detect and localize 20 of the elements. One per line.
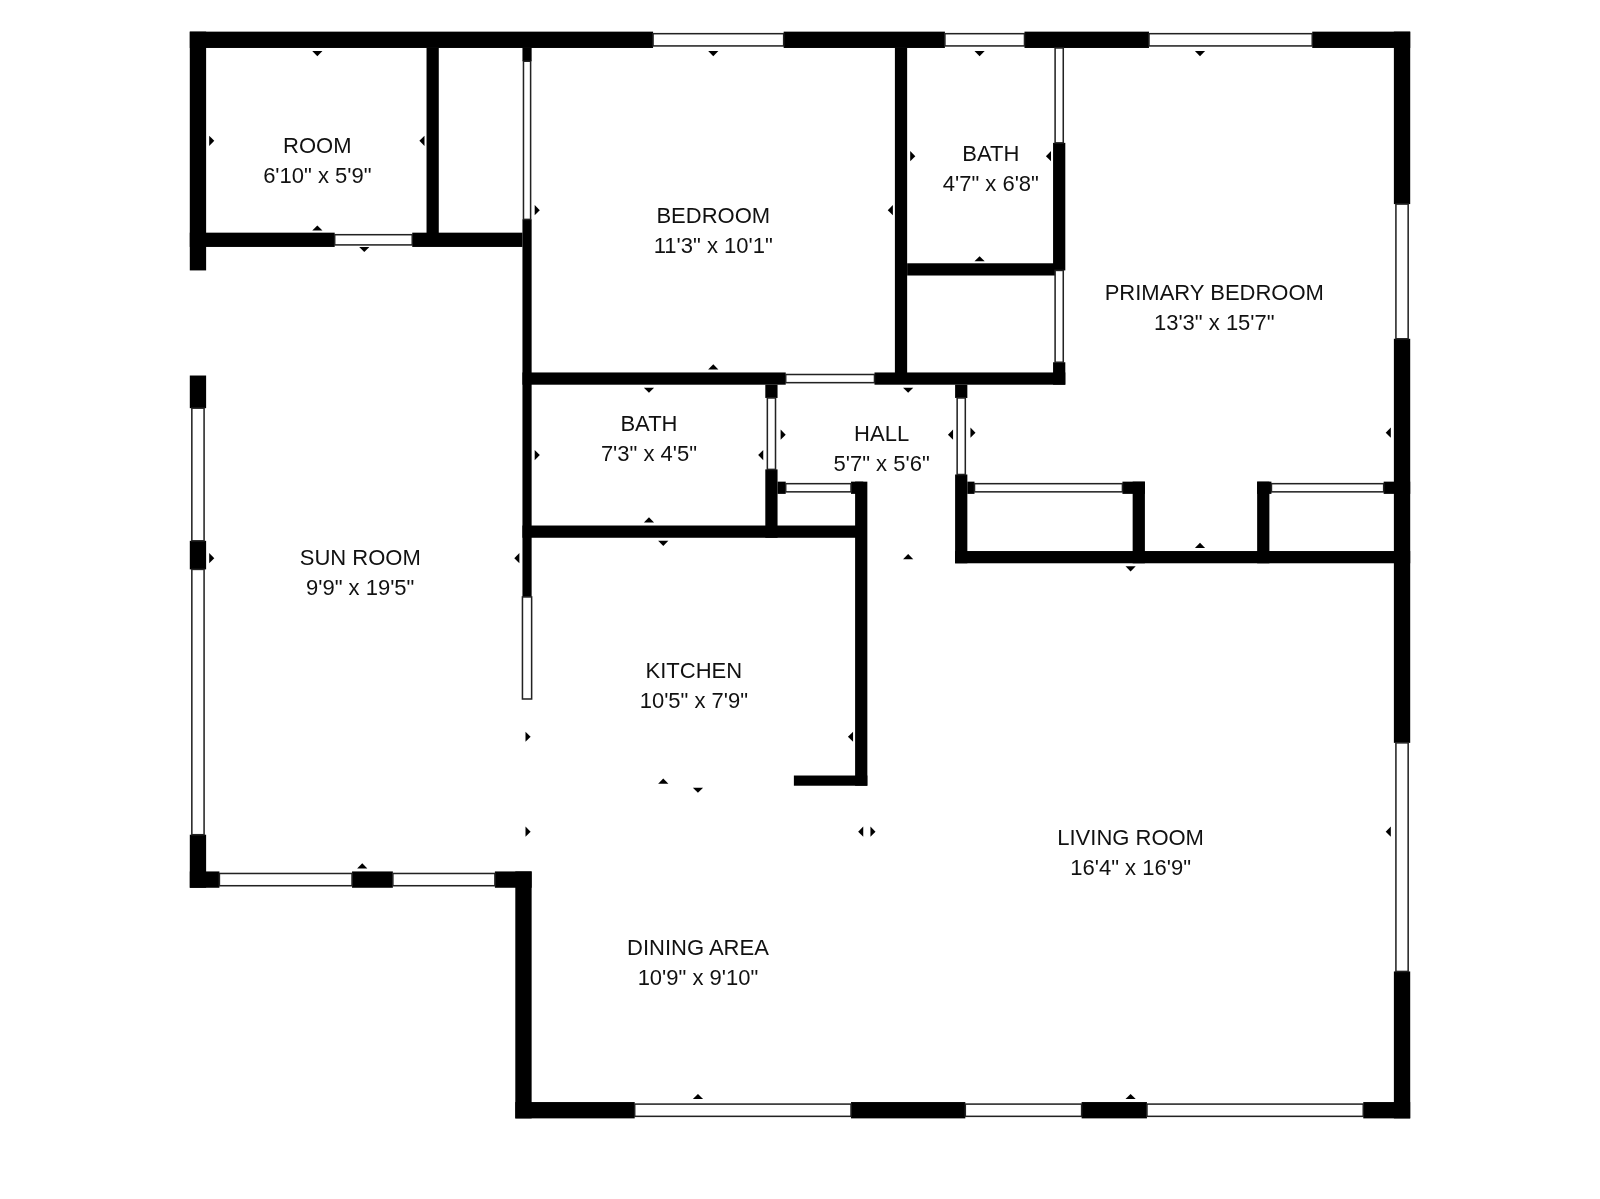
room-dimensions: 9'9" x 19'5" (306, 574, 415, 603)
room-dimensions: 10'9" x 9'10" (637, 964, 759, 993)
room-dimensions: 11'3" x 10'1" (653, 231, 773, 260)
room-name: BEDROOM (656, 201, 771, 230)
room-name: HALL (854, 419, 910, 448)
room-dimensions: 7'3" x 4'5" (600, 439, 698, 468)
room-name: SUN ROOM (299, 544, 421, 573)
room-name: LIVING ROOM (1057, 824, 1204, 853)
room-name: BATH (620, 409, 678, 438)
room-name: DINING AREA (627, 934, 769, 963)
room-dimensions: 13'3" x 15'7" (1153, 309, 1275, 338)
room-dimensions: 5'7" x 5'6" (833, 449, 930, 478)
room-name: ROOM (283, 132, 352, 161)
room-name: PRIMARY BEDROOM (1104, 279, 1324, 308)
room-dimensions: 10'5" x 7'9" (639, 686, 749, 715)
room-dimensions: 6'10" x 5'9" (263, 162, 372, 191)
room-dimensions: 4'7" x 6'8" (942, 170, 1039, 199)
room-dimensions: 16'4" x 16'9" (1070, 854, 1191, 883)
room-name: KITCHEN (645, 656, 743, 685)
room-name: BATH (962, 140, 1020, 169)
